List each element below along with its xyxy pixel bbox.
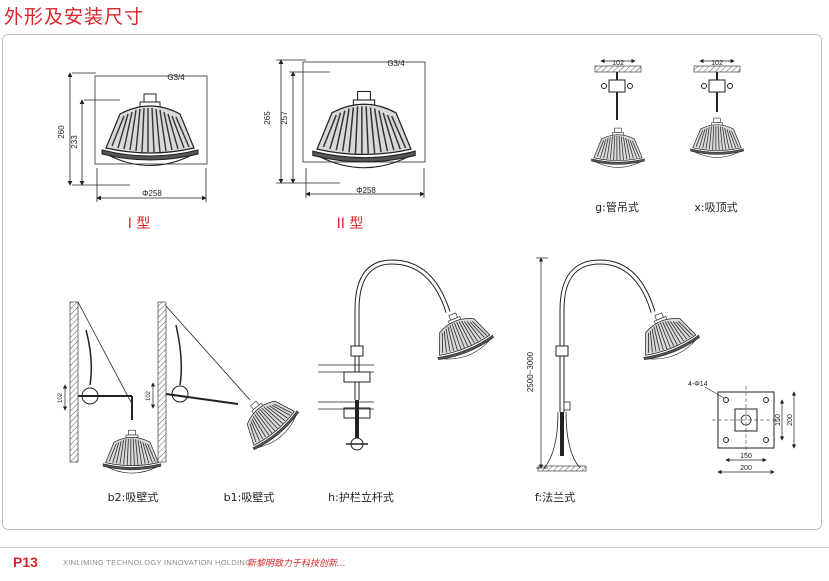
mount-h-drawing — [318, 259, 497, 451]
mount-f-drawing — [536, 257, 703, 472]
type2-thread: G3/4 — [387, 59, 405, 68]
mount-g-label: g:管吊式 — [595, 200, 639, 214]
type2-height-inner: 257 — [280, 111, 289, 125]
flange-outer-width: 200 — [740, 465, 752, 472]
type1-height-outer: 260 — [57, 125, 66, 139]
flange-outer-height: 200 — [787, 414, 794, 426]
page-title: 外形及安装尺寸 — [4, 6, 145, 28]
type1-label: I 型 — [128, 216, 151, 232]
type1-height-inner: 233 — [70, 135, 79, 149]
flange-plate — [704, 386, 797, 475]
mount-b2-drawing — [62, 301, 162, 474]
mount-g-dim: 102 — [612, 60, 624, 67]
mount-b1-label: b1:吸壁式 — [224, 490, 275, 504]
footer-brand: XINLIMING TECHNOLOGY INNOVATION HOLDING — [63, 558, 252, 567]
mount-f-height: 2500~3000 — [526, 351, 535, 392]
mount-f-label: f:法兰式 — [535, 490, 575, 504]
type2-label: II 型 — [337, 216, 364, 232]
type1-thread: G3/4 — [167, 73, 185, 82]
footer-divider — [0, 547, 829, 548]
mount-b2-label: b2:吸壁式 — [108, 490, 159, 504]
mount-x-dim: 102 — [711, 60, 723, 67]
footer-slogan: 新黎明致力于科技创新... — [247, 559, 346, 569]
type2-diameter: Φ258 — [356, 186, 376, 195]
lamp-type-1 — [67, 72, 208, 202]
mount-h-label: h:护栏立杆式 — [328, 490, 394, 504]
flange-holes: 4-Φ14 — [688, 381, 708, 388]
mount-g-drawing — [591, 58, 645, 168]
mount-x-drawing — [690, 58, 744, 158]
mount-x-label: x:吸顶式 — [694, 201, 737, 214]
type1-diameter: Φ258 — [142, 189, 162, 198]
mount-b1-dim: 102 — [146, 390, 152, 401]
flange-inner-width: 150 — [740, 453, 752, 460]
mount-b2-dim: 102 — [58, 392, 64, 403]
flange-inner-height: 150 — [775, 414, 782, 426]
mount-b1-drawing — [150, 301, 304, 463]
drawing-panel — [2, 34, 822, 530]
lamp-type-2 — [276, 59, 426, 198]
type2-height-outer: 265 — [263, 111, 272, 125]
page-number: P13 — [13, 554, 38, 570]
